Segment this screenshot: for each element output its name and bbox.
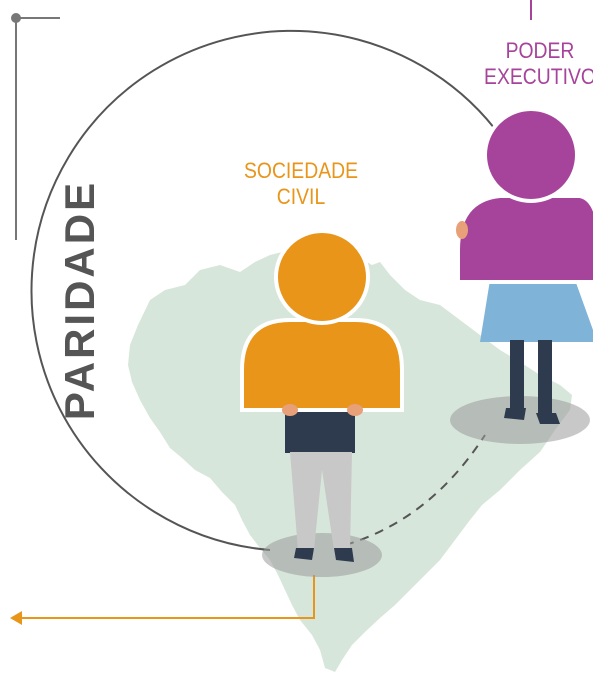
executivo-skirt <box>480 280 593 342</box>
civil-hand-left <box>282 404 298 416</box>
civil-shoe-left <box>294 548 314 560</box>
executivo-hand <box>456 221 468 239</box>
executivo-shoe-right <box>536 413 560 424</box>
civil-sign-head <box>274 229 370 325</box>
executivo-leg-right <box>538 340 552 415</box>
paridade-circle <box>30 29 511 551</box>
executivo-leg-left <box>510 340 524 410</box>
civil-shoe-right <box>334 548 354 562</box>
return-arrow-line <box>20 575 315 619</box>
arrow-head-icon <box>10 611 22 625</box>
civil-pants <box>290 452 352 550</box>
executivo-shoe-left <box>504 408 526 420</box>
paridade-label: PARIDADE <box>56 179 103 421</box>
civil-sign-body <box>240 318 404 412</box>
sociedade-civil-line2: CIVIL <box>276 184 326 209</box>
poder-executivo-label: PODER EXECUTIVO <box>452 40 593 92</box>
poder-executivo-line1: PODER <box>505 38 575 63</box>
civil-shadow <box>262 533 382 577</box>
civil-hand-right <box>347 404 363 416</box>
executivo-sign-body <box>456 194 593 284</box>
poder-executivo-line2: EXECUTIVO <box>484 64 593 89</box>
executivo-figure <box>456 107 593 424</box>
dashed-connection <box>344 434 486 546</box>
sociedade-civil-line1: SOCIEDADE <box>243 158 359 183</box>
civil-figure <box>240 229 404 562</box>
executivo-sign-head <box>483 107 579 203</box>
executivo-shadow <box>450 396 590 444</box>
sociedade-civil-label: SOCIEDADE CIVIL <box>235 160 367 212</box>
